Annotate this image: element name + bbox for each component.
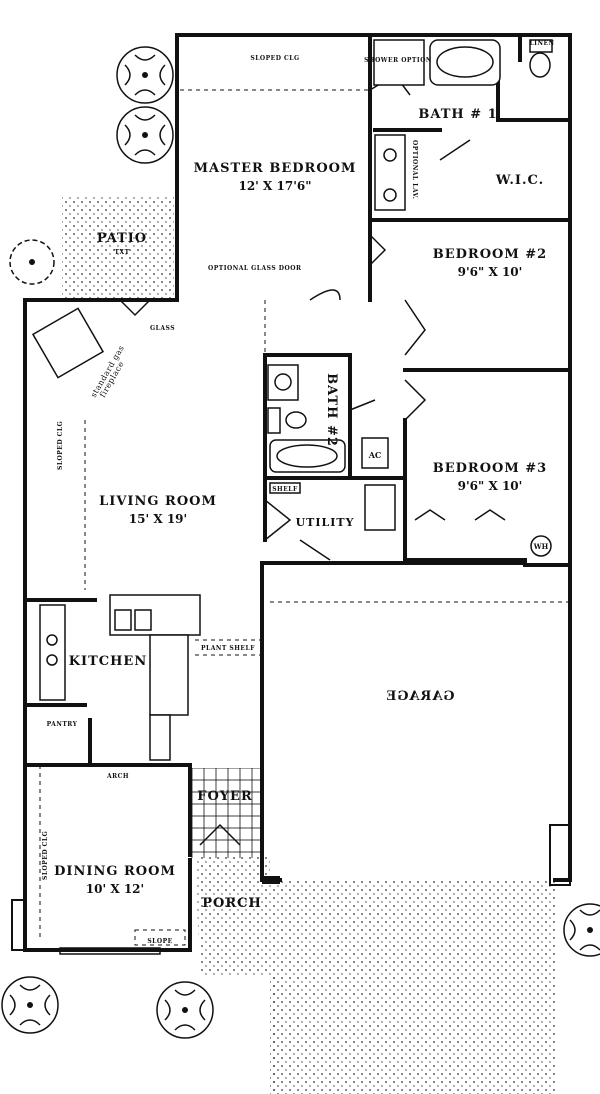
toilet-master <box>529 52 551 78</box>
ac-note: AC <box>368 450 382 460</box>
shower-stall <box>373 39 425 86</box>
arch-note: ARCH <box>106 773 129 780</box>
shower-option-note: SHOWER OPTION <box>364 57 432 64</box>
bedroom-2-label: BEDROOM #2 <box>433 247 547 262</box>
bath-2-label: BATH #2 <box>324 373 339 447</box>
entry-step <box>11 899 27 951</box>
shelf-note: SHELF <box>272 486 298 493</box>
patio-label: PATIO <box>97 231 147 246</box>
garage-label: GARAGE <box>385 689 454 704</box>
bedroom-3-size: 9'6" X 10' <box>458 479 523 493</box>
toilet-bath2 <box>285 411 307 429</box>
living-room-size: 15' X 19' <box>129 512 187 526</box>
sloped-clg-dining-note: SLOPED CLG <box>42 831 49 880</box>
glass-note: GLASS <box>150 325 175 332</box>
dining-room-label: DINING ROOM <box>54 864 176 879</box>
master-bedroom-size: 12' X 17'6" <box>238 179 311 193</box>
walkway <box>195 855 280 1094</box>
patio-sub-label: TXT <box>114 249 129 256</box>
sloped-clg-living-note: SLOPED CLG <box>57 421 64 470</box>
garage-post-left <box>262 876 280 884</box>
utility-shelves <box>364 484 396 531</box>
porch-label: PORCH <box>202 896 262 911</box>
ac-unit <box>361 437 389 469</box>
kitchen-counter-top <box>109 594 201 636</box>
optional-lav-note: OPTIONAL LAV. <box>411 140 418 199</box>
garage-post-right <box>549 824 571 886</box>
bedroom-2-size: 9'6" X 10' <box>458 265 523 279</box>
sloped-clg-master-note: SLOPED CLG <box>250 55 299 62</box>
shrubs <box>1 46 600 1039</box>
slope-note: SLOPE <box>147 938 172 945</box>
pantry-note: PANTRY <box>47 721 78 728</box>
fixtures <box>31 39 553 761</box>
kitchen-label: KITCHEN <box>69 654 147 669</box>
linen-note: LINEN <box>529 40 554 47</box>
kitchen-island <box>149 634 189 716</box>
bedroom-3-label: BEDROOM #3 <box>433 461 547 476</box>
foyer-label: FOYER <box>197 789 253 804</box>
vanity-master <box>374 134 406 211</box>
optional-glass-door-note: OPTIONAL GLASS DOOR <box>208 265 302 272</box>
bath-1-label: BATH # 1 <box>418 107 497 122</box>
patio-slab <box>62 197 174 302</box>
fireplace <box>31 307 105 379</box>
wh-note: WH <box>533 542 549 551</box>
wic-label: W.I.C. <box>495 173 544 188</box>
plant-shelf-note: PLANT SHELF <box>201 645 255 652</box>
dashed-lines <box>39 89 570 946</box>
living-room-label: LIVING ROOM <box>99 494 217 509</box>
water-heater <box>530 535 552 557</box>
kitchen-counter-left <box>39 604 66 701</box>
dining-room-size: 10' X 12' <box>86 882 144 896</box>
driveway <box>270 880 555 1094</box>
master-bedroom-label: MASTER BEDROOM <box>194 161 357 176</box>
utility-label: UTILITY <box>296 516 355 529</box>
